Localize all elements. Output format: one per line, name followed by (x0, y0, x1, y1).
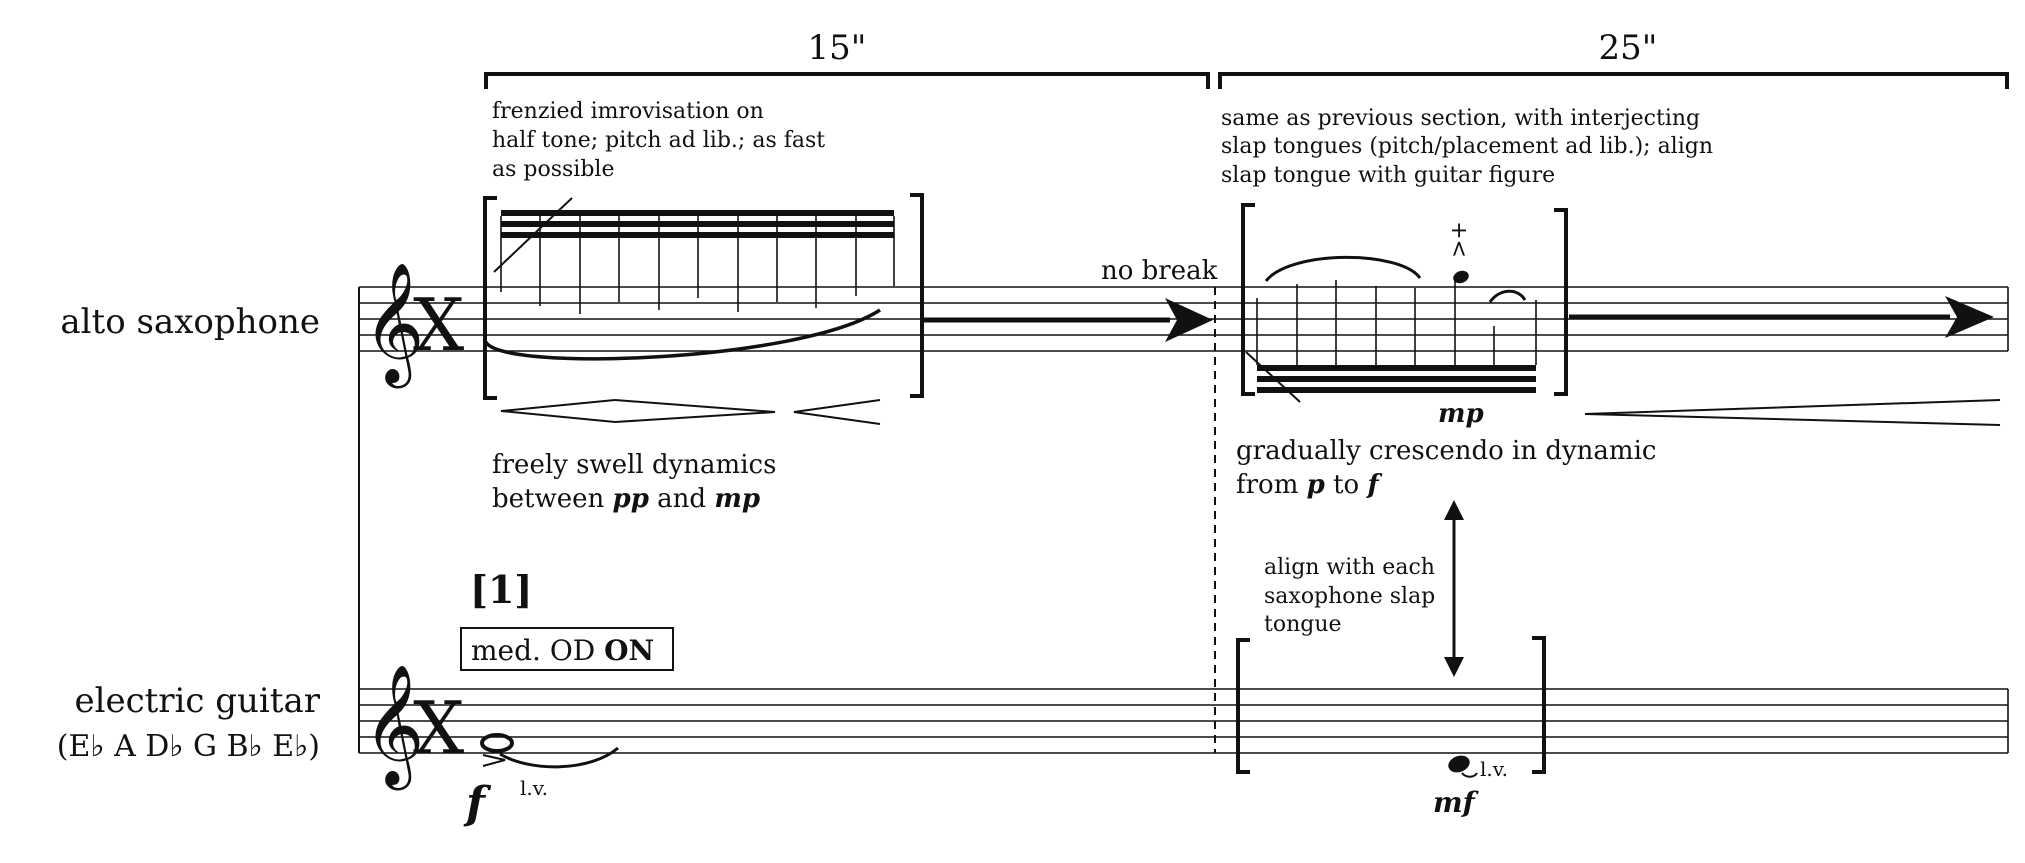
guitar-effect-box (460, 627, 674, 671)
guitar-effect-label: med. OD ON (471, 634, 654, 667)
instrument-label-guitar: electric guitar (74, 681, 320, 721)
notehead-x-icon: X (413, 686, 464, 770)
duration-bracket-25 (1218, 72, 2009, 89)
slap-notehead-icon (1453, 270, 1469, 284)
short-tie-icon (1488, 289, 1527, 303)
rehearsal-mark: [1] (470, 567, 532, 612)
dynamic-p: p (1307, 470, 1325, 500)
instruction-line: same as previous section, with interject… (1221, 106, 1700, 131)
continuation-arrow-1 (922, 298, 1213, 342)
sax-stems-1 (500, 216, 895, 314)
instruction-line: slap tongues (pitch/placement ad lib.); … (1221, 134, 1713, 159)
guitar-dynamic-mf: mf (1433, 786, 1480, 819)
effect-text: med. OD (471, 634, 604, 667)
align-instruction: align with each saxophone slap tongue (1264, 555, 1435, 637)
guitar-notehead-icon (1448, 755, 1470, 773)
guitar-lv-1: l.v. (520, 776, 548, 800)
instrument-label-saxophone: alto saxophone (60, 302, 320, 342)
guitar-figure-box (1236, 636, 1546, 774)
dynamic-f: f (1365, 470, 1382, 500)
crescendo-text: from (1236, 470, 1307, 500)
grace-slash-1 (493, 197, 573, 273)
slap-articulation-icon: >+ (1447, 221, 1472, 258)
crescendo-line: gradually crescendo in dynamic (1236, 436, 1656, 466)
treble-clef-icon: 𝄞 (363, 261, 424, 388)
dynamic-mp: mp (714, 484, 760, 514)
swell-line: between pp and mp (492, 484, 760, 514)
align-line: saxophone slap (1264, 584, 1435, 609)
crescendo-hairpin (1584, 399, 2001, 426)
instruction-line: slap tongue with guitar figure (1221, 163, 1555, 188)
slur-1 (484, 308, 881, 361)
sax-improv-box-1 (483, 193, 924, 400)
effect-on: ON (604, 634, 654, 667)
whole-note-icon (480, 733, 514, 753)
swell-text: between (492, 484, 613, 514)
guitar-tie-icon (1461, 772, 1478, 778)
instruction-line: as possible (492, 157, 614, 182)
crescendo-text: to (1325, 470, 1368, 500)
swell-line: freely swell dynamics (492, 450, 776, 480)
crescendo-line: from p to f (1236, 470, 1382, 500)
guitar-tuning-label: (E♭ A D♭ G B♭ E♭) (57, 729, 320, 764)
grace-slash-2 (1245, 351, 1301, 403)
guitar-dynamic-f: f (463, 778, 492, 829)
slur-2 (1264, 255, 1422, 282)
sax-dynamic-mp: mp (1438, 399, 1484, 429)
swell-hairpins (500, 399, 881, 425)
dynamic-pp: pp (613, 484, 649, 514)
let-vibrate-tie-icon (499, 746, 619, 769)
instruction-section-2: same as previous section, with interject… (1221, 106, 1713, 188)
crescendo-instruction: gradually crescendo in dynamic from p to… (1236, 436, 1656, 500)
sax-beams-2 (1257, 365, 1536, 393)
align-line: align with each (1264, 555, 1435, 580)
align-line: tongue (1264, 612, 1342, 637)
guitar-lv-2: l.v. (1480, 757, 1508, 781)
sax-stems-2 (1256, 280, 1537, 365)
no-break-label: no break (1101, 256, 1218, 286)
duration-label-15: 15" (808, 28, 867, 68)
continuation-arrow-2 (1569, 296, 1994, 338)
instruction-line: frenzied imrovisation on (492, 99, 764, 124)
swell-instruction: freely swell dynamics between pp and mp (492, 450, 776, 514)
instruction-section-1: frenzied imrovisation on half tone; pitc… (492, 99, 825, 182)
duration-label-25: 25" (1599, 28, 1658, 68)
guitar-staff (359, 688, 2009, 754)
align-double-arrow (1444, 500, 1464, 677)
duration-bracket-15 (484, 72, 1210, 89)
sax-improv-box-2 (1241, 203, 1568, 396)
accent-icon (482, 754, 506, 767)
instruction-line: half tone; pitch ad lib.; as fast (492, 128, 825, 153)
notehead-x-icon: X (413, 283, 464, 367)
treble-clef-icon: 𝄞 (363, 663, 424, 790)
swell-text: and (649, 484, 714, 514)
